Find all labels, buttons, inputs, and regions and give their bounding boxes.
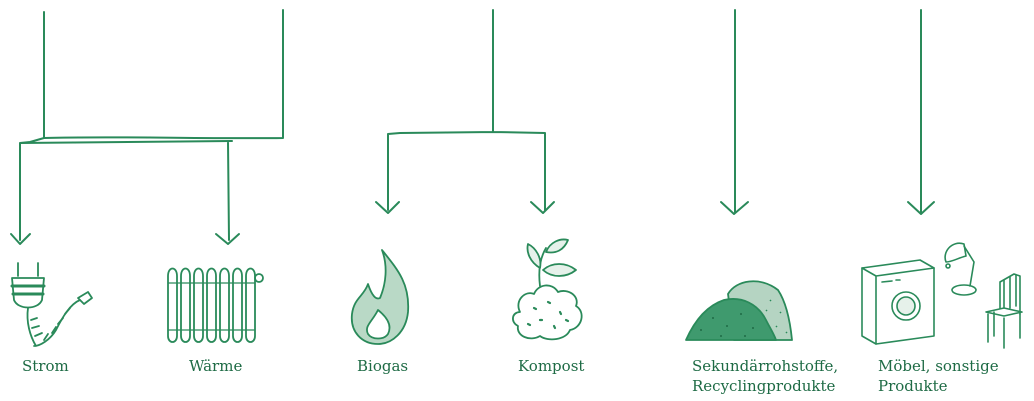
flame-icon [350,249,410,345]
output-label-products-line1: Möbel, sonstige [878,357,999,375]
output-label-recycling-line1: Sekundärrohstoffe, [692,357,839,375]
output-label-kompost: Kompost [518,357,585,375]
output-label-recycling: Sekundärrohstoffe, Recyclingprodukte [692,356,838,396]
arrowhead-waerme [215,233,240,245]
radiator-icon [167,267,264,343]
output-label-products-line2: Produkte [878,377,948,395]
arrowhead-biogas [375,201,400,214]
output-label-biogas: Biogas [357,357,409,375]
output-label-strom: Strom [22,357,69,375]
arrowhead-strom [10,233,31,245]
power-plug-icon [10,262,93,347]
flow-line-left-split [19,137,233,241]
flow-line-left-box [43,9,284,140]
output-label-waerme: Wärme [189,357,243,375]
arrowhead-recycling [720,201,749,215]
output-label-products: Möbel, sonstige Produkte [878,356,999,396]
furniture-appliances-icon [861,242,1023,349]
arrowheads [10,201,935,245]
compost-sprout-icon [512,238,583,341]
arrowhead-products [907,201,935,215]
output-label-recycling-line2: Recyclingprodukte [692,377,836,395]
flow-line-middle [387,9,546,211]
flow-lines [19,9,922,241]
arrowhead-kompost [530,201,555,214]
material-heaps-icon [685,280,793,341]
